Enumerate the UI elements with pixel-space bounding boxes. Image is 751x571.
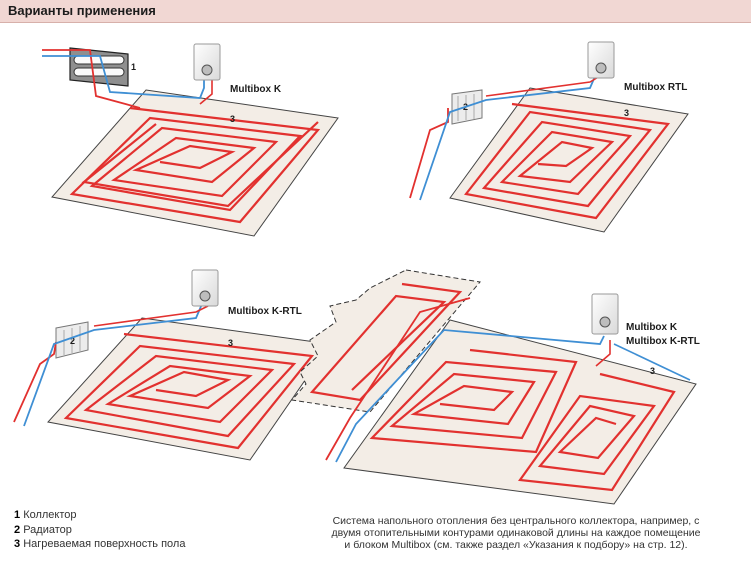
supply-pipe [595, 340, 611, 367]
caption-note: Система напольного отопления без централ… [306, 515, 726, 551]
multibox-k-rtl [191, 269, 219, 307]
legend-item: 3 Нагреваемая поверхность пола [14, 538, 186, 550]
supply-pipe [199, 80, 213, 105]
valve-knob-icon [595, 62, 607, 74]
multibox-rtl [587, 41, 615, 79]
multibox-label: Multibox K-RTL [228, 306, 302, 317]
return-pipe [23, 303, 203, 427]
heating-loop-inner [81, 121, 319, 208]
note-line: двумя отопительными контурами одинаковой… [331, 527, 701, 539]
heating-loop-left [369, 348, 578, 454]
legend-item: 2 Радиатор [14, 523, 72, 536]
collector [69, 47, 129, 87]
multibox-k [193, 43, 221, 81]
diagram-two-circuits: Multibox K Multibox K-RTL 3 [291, 269, 700, 505]
diagram-canvas: 1 Multibox K 3 2 Multibox RTL 3 [13, 41, 700, 505]
floor-surface [51, 89, 339, 237]
collector-number: 1 [131, 62, 136, 72]
multibox-label: Multibox K [626, 322, 678, 333]
supply-pipe [325, 297, 471, 461]
supply-pipe [42, 49, 141, 109]
multibox-label-2: Multibox K-RTL [626, 336, 700, 347]
return-pipe [419, 73, 597, 201]
return-pipe [613, 343, 691, 381]
heating-loop [464, 102, 671, 220]
supply-pipe [13, 341, 57, 423]
valve-knob-icon [599, 316, 611, 328]
multibox-k [591, 293, 619, 335]
floor-surface-side [291, 269, 481, 413]
diagram-multibox-rtl: 2 Multibox RTL 3 [409, 41, 689, 233]
floor-surface [449, 87, 689, 233]
return-pipe [42, 55, 205, 99]
heating-loop [63, 332, 315, 450]
floor-number: 3 [228, 338, 233, 348]
multibox-label: Multibox RTL [624, 82, 687, 93]
section-header: Варианты применения [0, 0, 751, 23]
legend: 1 Коллектор 2 Радиатор 3 Нагреваемая пов… [14, 508, 185, 552]
multibox-label: Multibox K [230, 84, 282, 95]
return-pipe [335, 329, 605, 463]
floor-number: 3 [650, 366, 655, 376]
supply-pipe [409, 108, 449, 199]
floor-surface [47, 317, 331, 461]
collector-pipe [73, 67, 125, 77]
heating-loop-side [309, 282, 463, 402]
floor-number: 3 [230, 114, 235, 124]
valve-knob-icon [201, 64, 213, 76]
note-line: Система напольного отопления без централ… [332, 515, 700, 527]
note-line: и блоком Multibox (см. также раздел «Ука… [344, 539, 688, 551]
diagram-multibox-k-rtl: 2 Multibox K-RTL 3 [13, 269, 331, 461]
floor-number: 3 [624, 108, 629, 118]
supply-pipe [93, 305, 209, 327]
valve-knob-icon [199, 290, 211, 302]
heating-loop-right [518, 372, 676, 492]
diagram-multibox-k: 1 Multibox K 3 [42, 43, 339, 237]
legend-item: 1 Коллектор [14, 509, 77, 521]
section-title: Варианты применения [8, 3, 156, 18]
floor-surface-main [343, 319, 697, 505]
collector-pipe [73, 55, 125, 65]
radiator-number: 2 [70, 336, 75, 346]
